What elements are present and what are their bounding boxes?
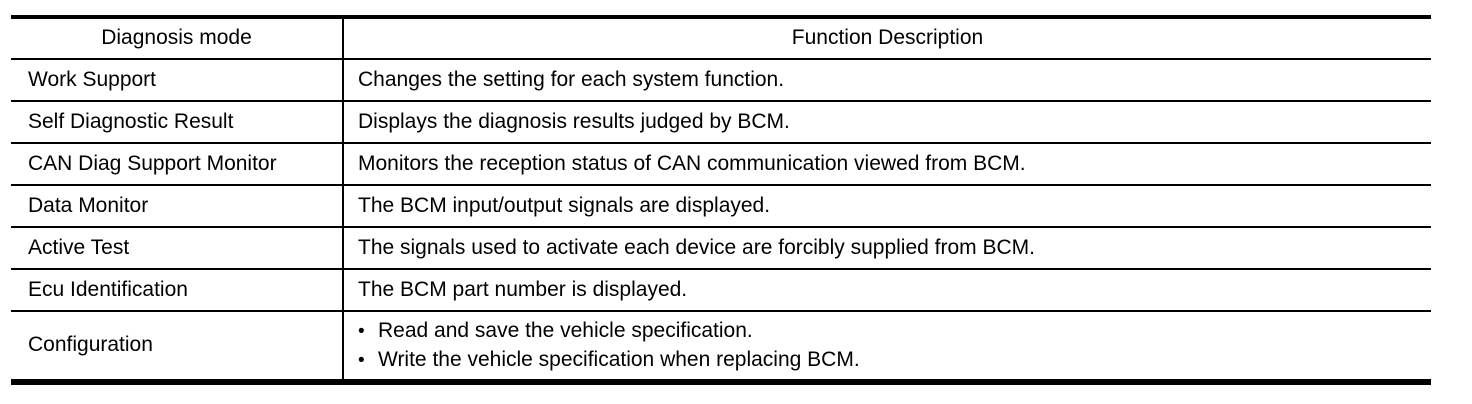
table-row-configuration: Configuration • Read and save the vehicl… (11, 311, 1431, 383)
diagnosis-mode-cell: Ecu Identification (11, 269, 344, 312)
diagnosis-mode-cell: Work Support (11, 59, 344, 102)
function-description-cell: The BCM input/output signals are display… (343, 185, 1431, 228)
table-row-ecu-identification: Ecu Identification The BCM part number i… (11, 269, 1431, 312)
bullet-icon: • (358, 320, 365, 342)
bullet-text: Write the vehicle specification when rep… (378, 347, 860, 371)
diagnosis-mode-cell: Self Diagnostic Result (11, 101, 344, 144)
table-header-row: Diagnosis mode Function Description (11, 17, 1431, 60)
bullet-item: • Read and save the vehicle specificatio… (358, 317, 1431, 346)
diagnosis-mode-table: Diagnosis mode Function Description Work… (11, 15, 1431, 385)
column-header-function-description: Function Description (343, 17, 1431, 60)
diagnosis-mode-cell: Active Test (11, 227, 344, 270)
function-description-cell: Displays the diagnosis results judged by… (343, 101, 1431, 144)
bullet-text: Read and save the vehicle specification. (378, 318, 753, 342)
table-row-active-test: Active Test The signals used to activate… (11, 227, 1431, 270)
function-description-cell: The signals used to activate each device… (343, 227, 1431, 270)
table-row-data-monitor: Data Monitor The BCM input/output signal… (11, 185, 1431, 228)
bullet-icon: • (358, 349, 365, 371)
function-description-cell: Monitors the reception status of CAN com… (343, 143, 1431, 186)
diagnosis-mode-cell: CAN Diag Support Monitor (11, 143, 344, 186)
function-description-cell: The BCM part number is displayed. (343, 269, 1431, 312)
bullet-item: • Write the vehicle specification when r… (358, 346, 1431, 375)
diagnosis-mode-cell: Data Monitor (11, 185, 344, 228)
diagnosis-mode-cell: Configuration (11, 311, 344, 383)
table-row-self-diagnostic-result: Self Diagnostic Result Displays the diag… (11, 101, 1431, 144)
function-description-cell: Changes the setting for each system func… (343, 59, 1431, 102)
table-row-work-support: Work Support Changes the setting for eac… (11, 59, 1431, 102)
function-description-cell: • Read and save the vehicle specificatio… (343, 311, 1431, 383)
column-header-diagnosis-mode: Diagnosis mode (11, 17, 344, 60)
table-row-can-diag-support-monitor: CAN Diag Support Monitor Monitors the re… (11, 143, 1431, 186)
